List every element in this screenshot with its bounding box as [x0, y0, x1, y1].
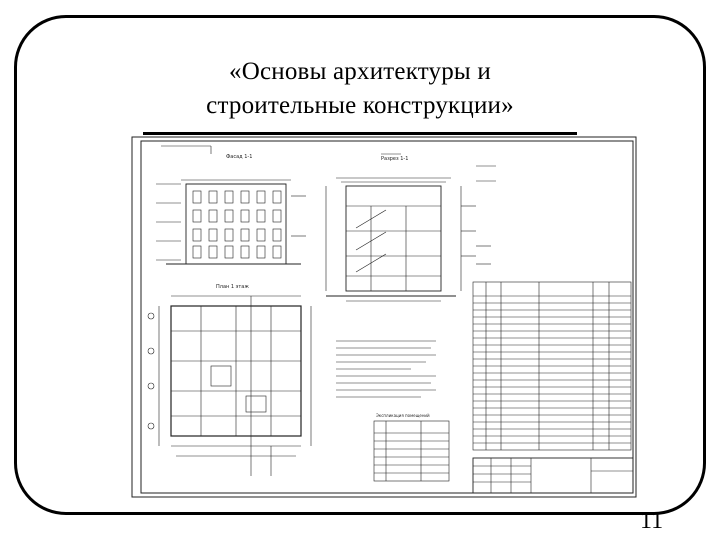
title-underline — [143, 132, 577, 135]
title-block — [472, 457, 634, 494]
plan-title: План 1 этаж — [216, 284, 249, 290]
rooms-table — [373, 420, 450, 482]
title-line-1: «Основы архитектуры и — [229, 58, 491, 85]
architectural-drawing-sheet: Фасад 1-1 Разрез 1-1 План 1 этаж Эксплик… — [131, 136, 637, 498]
section-drawing — [325, 153, 496, 302]
section-title: Разрез 1-1 — [381, 156, 408, 162]
facade-title: Фасад 1-1 — [226, 154, 252, 160]
rooms-table-title: Экспликация помещений — [376, 413, 430, 418]
notes-block — [336, 340, 436, 398]
title-line-2: строительные конструкции» — [206, 92, 514, 119]
specification-table — [472, 281, 632, 451]
floor-plan-drawing — [147, 295, 312, 476]
facade-drawing — [156, 145, 306, 265]
page-number: 11 — [640, 508, 664, 534]
slide-title: «Основы архитектуры и строительные конст… — [0, 55, 720, 123]
slide-frame — [14, 15, 706, 515]
